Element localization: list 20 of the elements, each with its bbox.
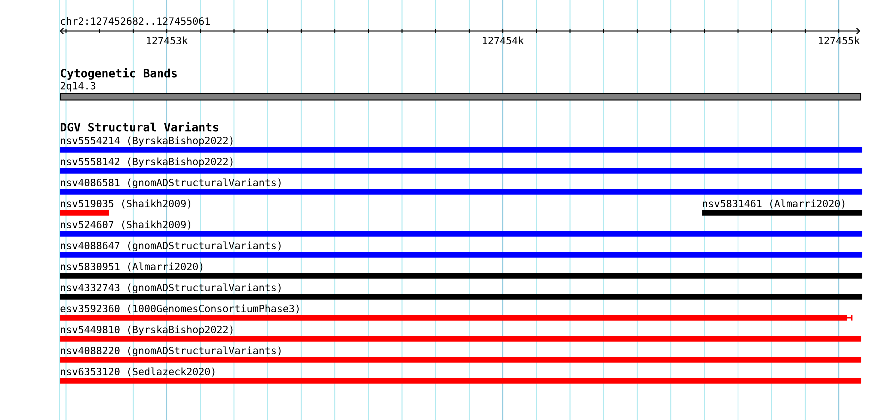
variant-label: nsv6353120 (Sedlazeck2020)	[61, 368, 215, 377]
variant-label: nsv4088647 (gnomADStructuralVariants)	[61, 242, 281, 252]
variant-label: nsv5558142 (ByrskaBishop2022)	[61, 158, 233, 168]
variant-label: esv3592360 (1000GenomesConsortiumPhase3)	[60, 304, 299, 314]
track-heading: DGV Structural Variants	[60, 122, 218, 132]
tick-label: 127453k	[147, 36, 188, 45]
coordinate-label: chr2:127452682..127455061	[61, 17, 210, 26]
tick-label: 127454k	[483, 36, 524, 45]
variant-label: nsv4088220 (gnomADStructuralVariants)	[61, 346, 281, 357]
variant-label: nsv5830951 (Almarri2020)	[61, 262, 203, 272]
variant-label: nsv5554214 (ByrskaBishop2022)	[61, 136, 233, 146]
variant-label: nsv4086581 (gnomADStructuralVariants)	[61, 178, 281, 189]
variant-label: nsv4332743 (gnomADStructuralVariants)	[61, 284, 281, 294]
variant-label: nsv524607 (Shaikh2009)	[61, 220, 191, 230]
variant-label: nsv5831461 (Almarri2020)	[703, 200, 845, 209]
tick-label: 127455k	[819, 36, 860, 45]
variant-label: nsv5449810 (ByrskaBishop2022)	[61, 326, 233, 336]
variant-label: nsv519035 (Shaikh2009)	[61, 200, 191, 209]
band-label: 2q14.3	[60, 82, 96, 92]
track-heading: Cytogenetic Bands	[61, 68, 177, 80]
